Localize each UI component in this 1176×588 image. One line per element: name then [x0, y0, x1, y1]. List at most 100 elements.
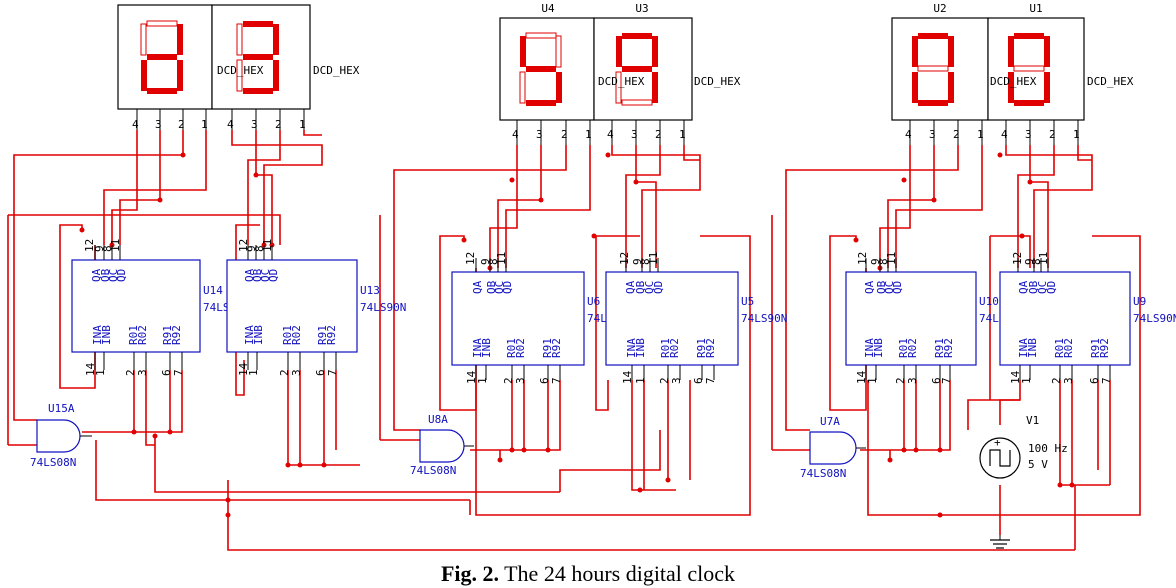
pin-label: R01: [505, 338, 518, 358]
pin-label: R02: [136, 325, 149, 345]
ground-icon: [990, 539, 1010, 549]
pin-label: R91: [541, 338, 554, 358]
pin-number: 3: [155, 118, 162, 131]
pin-number: 11: [261, 239, 274, 252]
pin-number: 12: [83, 239, 96, 252]
counter-chip: QA QB QC QD 12 9 8 11 INA INB R01 R02 R9…: [226, 239, 406, 376]
display-ref: U2: [933, 2, 946, 15]
pin-number: 3: [136, 369, 149, 376]
pin-number: 12: [237, 239, 250, 252]
pin-label: R02: [906, 338, 919, 358]
pin-label: R01: [281, 325, 294, 345]
pin-number: 8: [639, 258, 652, 265]
pin-label: R01: [1053, 338, 1066, 358]
counter-chip: QA QB QC QD 12 9 8 11 INA INB R01 R02 R9…: [71, 239, 249, 376]
pin-number: 2: [1049, 128, 1056, 141]
pin-number: 1: [201, 118, 208, 131]
pin-number: 12: [856, 252, 869, 265]
pin-number: 1: [1020, 377, 1033, 384]
pin-label: QA: [863, 280, 876, 294]
pin-number: 3: [906, 377, 919, 384]
pin-number: 8: [253, 245, 266, 252]
pin-number: 12: [464, 252, 477, 265]
pin-number: 1: [299, 118, 306, 131]
pin-number: 8: [487, 258, 500, 265]
pin-number: 6: [1088, 377, 1101, 384]
pin-label: R91: [1089, 338, 1102, 358]
pin-label: INB: [1026, 338, 1039, 358]
pin-label: INB: [480, 338, 493, 358]
pin-number: 2: [275, 118, 282, 131]
and-gate: U7A 74LS08N: [800, 415, 866, 480]
pin-number: 7: [704, 377, 717, 384]
pin-number: 2: [658, 377, 671, 384]
pin-label: R01: [127, 325, 140, 345]
chip-ref: U6: [587, 295, 600, 308]
display-label: DCD_HEX: [217, 64, 264, 77]
pin-label: R02: [1062, 338, 1075, 358]
pin-number: 2: [894, 377, 907, 384]
figure-title: The 24 hours digital clock: [504, 561, 736, 586]
pin-number: 14: [237, 362, 250, 376]
pin-label: R01: [897, 338, 910, 358]
pin-number: 11: [109, 239, 122, 252]
gate-part: 74LS08N: [30, 456, 76, 469]
gate-ref: U8A: [428, 413, 448, 426]
pin-number: 11: [1037, 252, 1050, 265]
source-voltage: 5 V: [1028, 458, 1048, 471]
gate-ref: U7A: [820, 415, 840, 428]
counter-chip: QA QB QC QD 12 9 8 11 INA INB R01 R02 R9…: [605, 252, 787, 384]
pin-label: QD: [115, 269, 128, 282]
gate-ref: U15A: [48, 402, 75, 415]
pin-number: 1: [866, 377, 879, 384]
display-label: DCD_HEX: [1087, 75, 1134, 88]
pin-label: QA: [471, 280, 484, 294]
pin-label: R91: [695, 338, 708, 358]
pin-label: INA: [471, 338, 484, 358]
pin-number: 3: [290, 369, 303, 376]
pin-number: 11: [495, 252, 508, 265]
pin-number: 4: [512, 128, 519, 141]
pin-number: 2: [1050, 377, 1063, 384]
pin-label: QC: [107, 269, 120, 282]
pin-number: 14: [84, 362, 97, 376]
pin-number: 1: [977, 128, 984, 141]
pin-number: 4: [227, 118, 234, 131]
pin-number: 4: [905, 128, 912, 141]
display-ref: U1: [1029, 2, 1042, 15]
pin-number: 4: [1001, 128, 1008, 141]
pin-number: 9: [93, 245, 106, 252]
pin-number: 11: [885, 252, 898, 265]
figure-label: Fig. 2.: [440, 561, 499, 586]
and-gate: U15A 74LS08N: [30, 402, 92, 469]
chip-part: 74LS90N: [1133, 312, 1176, 325]
pin-number: 4: [607, 128, 614, 141]
pin-label: QA: [1017, 280, 1030, 294]
chip-ref: U13: [360, 284, 380, 297]
junctions: [79, 152, 1075, 518]
seven-segment-display: [117, 4, 213, 110]
pin-label: R02: [668, 338, 681, 358]
pin-label: QC: [883, 281, 896, 294]
pin-number: 14: [855, 370, 868, 384]
pin-label: QB: [1027, 280, 1040, 294]
source-polarity: +: [994, 436, 1001, 449]
clock-source: + V1 100 Hz 5 V: [979, 414, 1068, 549]
pin-number: 1: [585, 128, 592, 141]
pin-label: QD: [891, 281, 904, 294]
counter-chip: QA QB QC QD 12 9 8 11 INA INB R01 R02 R9…: [999, 252, 1176, 384]
pin-label: R92: [325, 325, 338, 345]
pin-label: INB: [100, 325, 113, 345]
pin-number: 9: [245, 245, 258, 252]
pin-label: R02: [514, 338, 527, 358]
pin-label: R91: [161, 325, 174, 345]
pin-number: 1: [247, 369, 260, 376]
seven-segment-display: U2: [891, 2, 989, 121]
pin-label: R92: [1098, 338, 1111, 358]
pin-number: 1: [1073, 128, 1080, 141]
pin-number: 9: [1023, 258, 1036, 265]
pin-label: QB: [634, 280, 647, 294]
pin-number: 9: [869, 258, 882, 265]
figure-caption: Fig. 2. The 24 hours digital clock: [0, 560, 1176, 588]
pin-number: 6: [930, 377, 943, 384]
